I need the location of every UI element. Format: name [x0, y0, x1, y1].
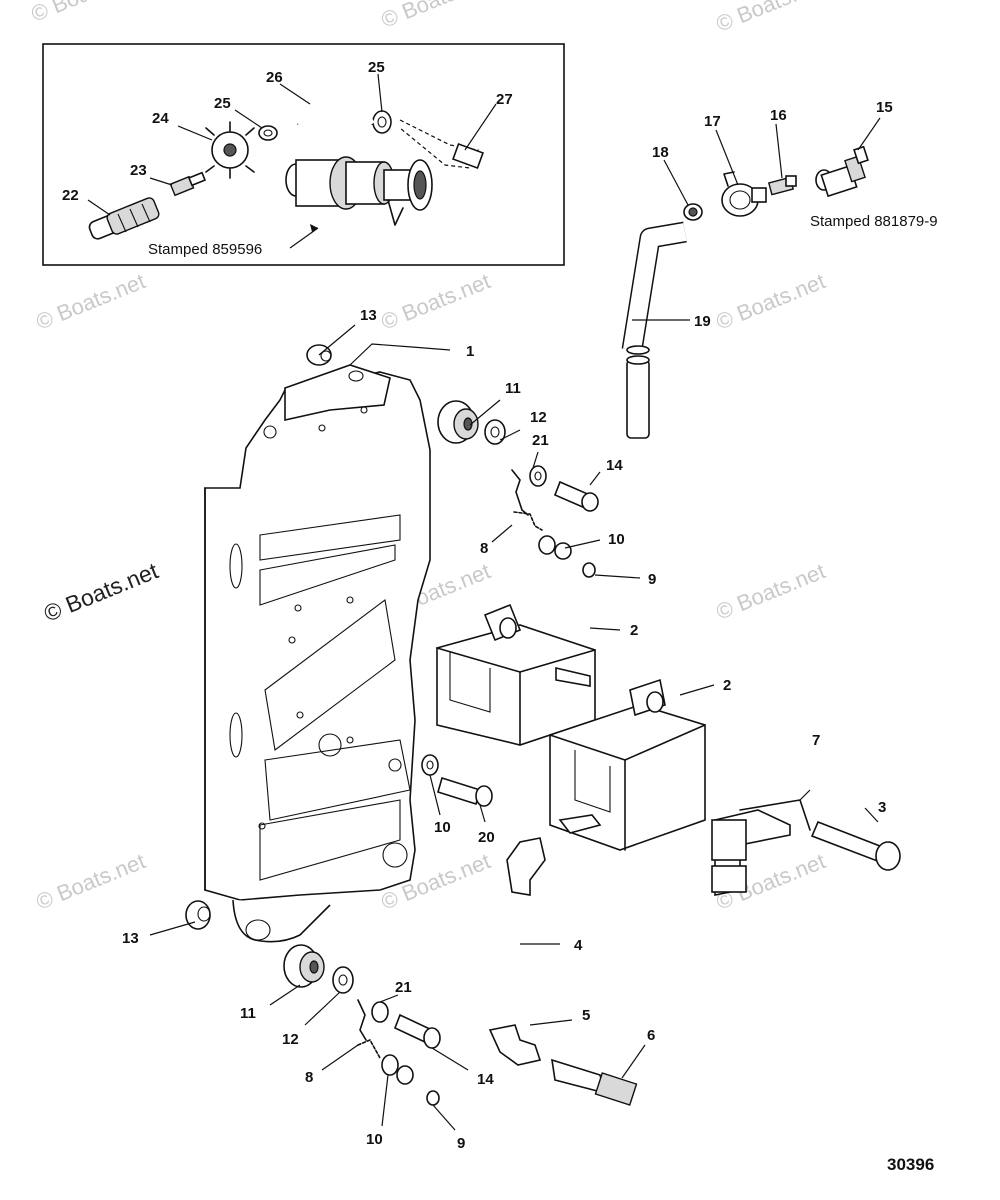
fitting-16: [767, 175, 797, 196]
callout-9: 9: [457, 1135, 465, 1152]
clamp-17: [721, 171, 767, 217]
callout-21: 21: [395, 979, 412, 996]
ignition-coil-2: [549, 678, 706, 851]
callouts: 1 2 2 3 4 5 6 7 8 8 9 9 10 10 10 11 11 1…: [62, 59, 893, 1152]
fitting-27: [399, 119, 484, 169]
callout-27: 27: [496, 91, 513, 108]
callout-3: 3: [878, 799, 886, 816]
callout-6: 6: [647, 1027, 655, 1044]
callout-4: 4: [574, 937, 583, 954]
callout-15: 15: [876, 99, 893, 116]
callout-9: 9: [648, 571, 656, 588]
callout-2: 2: [723, 677, 731, 694]
stamp-label-859596: Stamped 859596: [148, 241, 262, 258]
mount-hardware-upper: [437, 400, 599, 578]
callout-14: 14: [606, 457, 623, 474]
spark-plug-boot-4: [506, 837, 546, 896]
callout-8: 8: [305, 1069, 313, 1086]
callout-10: 10: [608, 531, 625, 548]
clamp-18: [683, 203, 703, 221]
watermark: © Boats.net: [378, 0, 494, 33]
callout-11: 11: [240, 1005, 256, 1022]
callout-8: 8: [480, 540, 488, 557]
fitting-23: [169, 171, 207, 197]
bolt-3: [810, 820, 901, 871]
callout-13: 13: [360, 307, 377, 324]
callout-14: 14: [477, 1071, 494, 1088]
watermark: © Boats.net: [713, 558, 829, 624]
callout-10: 10: [434, 819, 451, 836]
clamp-25: [372, 110, 392, 134]
callout-21: 21: [532, 432, 549, 449]
callout-16: 16: [770, 107, 787, 124]
callout-10: 10: [366, 1131, 383, 1148]
stamp-label-881879: Stamped 881879-9: [810, 213, 938, 230]
mounting-plate-1: [204, 343, 431, 943]
callout-20: 20: [478, 829, 495, 846]
fitting-22: [88, 197, 160, 240]
figure-number: 30396: [887, 1155, 934, 1174]
callout-1: 1: [466, 343, 474, 360]
callout-17: 17: [704, 113, 721, 130]
callout-7: 7: [812, 732, 820, 749]
watermark: © Boats.net: [713, 0, 829, 37]
callout-23: 23: [130, 162, 147, 179]
callout-2: 2: [630, 622, 638, 639]
callout-25: 25: [214, 95, 231, 112]
mount-hardware-lower: [283, 944, 441, 1106]
callout-11: 11: [505, 380, 521, 397]
watermark: © Boats.net: [28, 0, 144, 27]
pressure-sender-859596: [285, 156, 433, 226]
callout-5: 5: [582, 1007, 590, 1024]
watermark: © Boats.net: [713, 268, 829, 334]
watermark-main: © Boats.net: [40, 557, 162, 626]
callout-12: 12: [530, 409, 547, 426]
ignition-coil-2: [436, 603, 596, 746]
callout-26: 26: [266, 69, 283, 86]
impeller-24: [205, 121, 255, 179]
clamp-25: [258, 125, 278, 141]
watermark: © Boats.net: [33, 268, 149, 334]
pressure-sender-15: [815, 145, 869, 198]
elbow-5: [488, 1024, 542, 1066]
callout-13: 13: [122, 930, 139, 947]
callout-18: 18: [652, 144, 669, 161]
bracket-7: [711, 799, 811, 896]
callout-25: 25: [368, 59, 385, 76]
inset-box: Stamped 859596: [42, 43, 565, 266]
callout-19: 19: [694, 313, 711, 330]
hose-19: [621, 221, 687, 439]
callout-24: 24: [152, 110, 169, 127]
callout-22: 22: [62, 187, 79, 204]
callout-12: 12: [282, 1031, 299, 1048]
grommet-13: [185, 900, 211, 930]
bolt-20: [421, 754, 493, 807]
watermark: © Boats.net: [33, 848, 149, 914]
sender-assembly-top-right: Stamped 881879-9: [621, 145, 938, 439]
sensor-6: [551, 1058, 638, 1106]
leader-lines: [87, 73, 881, 1131]
watermark: © Boats.net: [378, 268, 494, 334]
